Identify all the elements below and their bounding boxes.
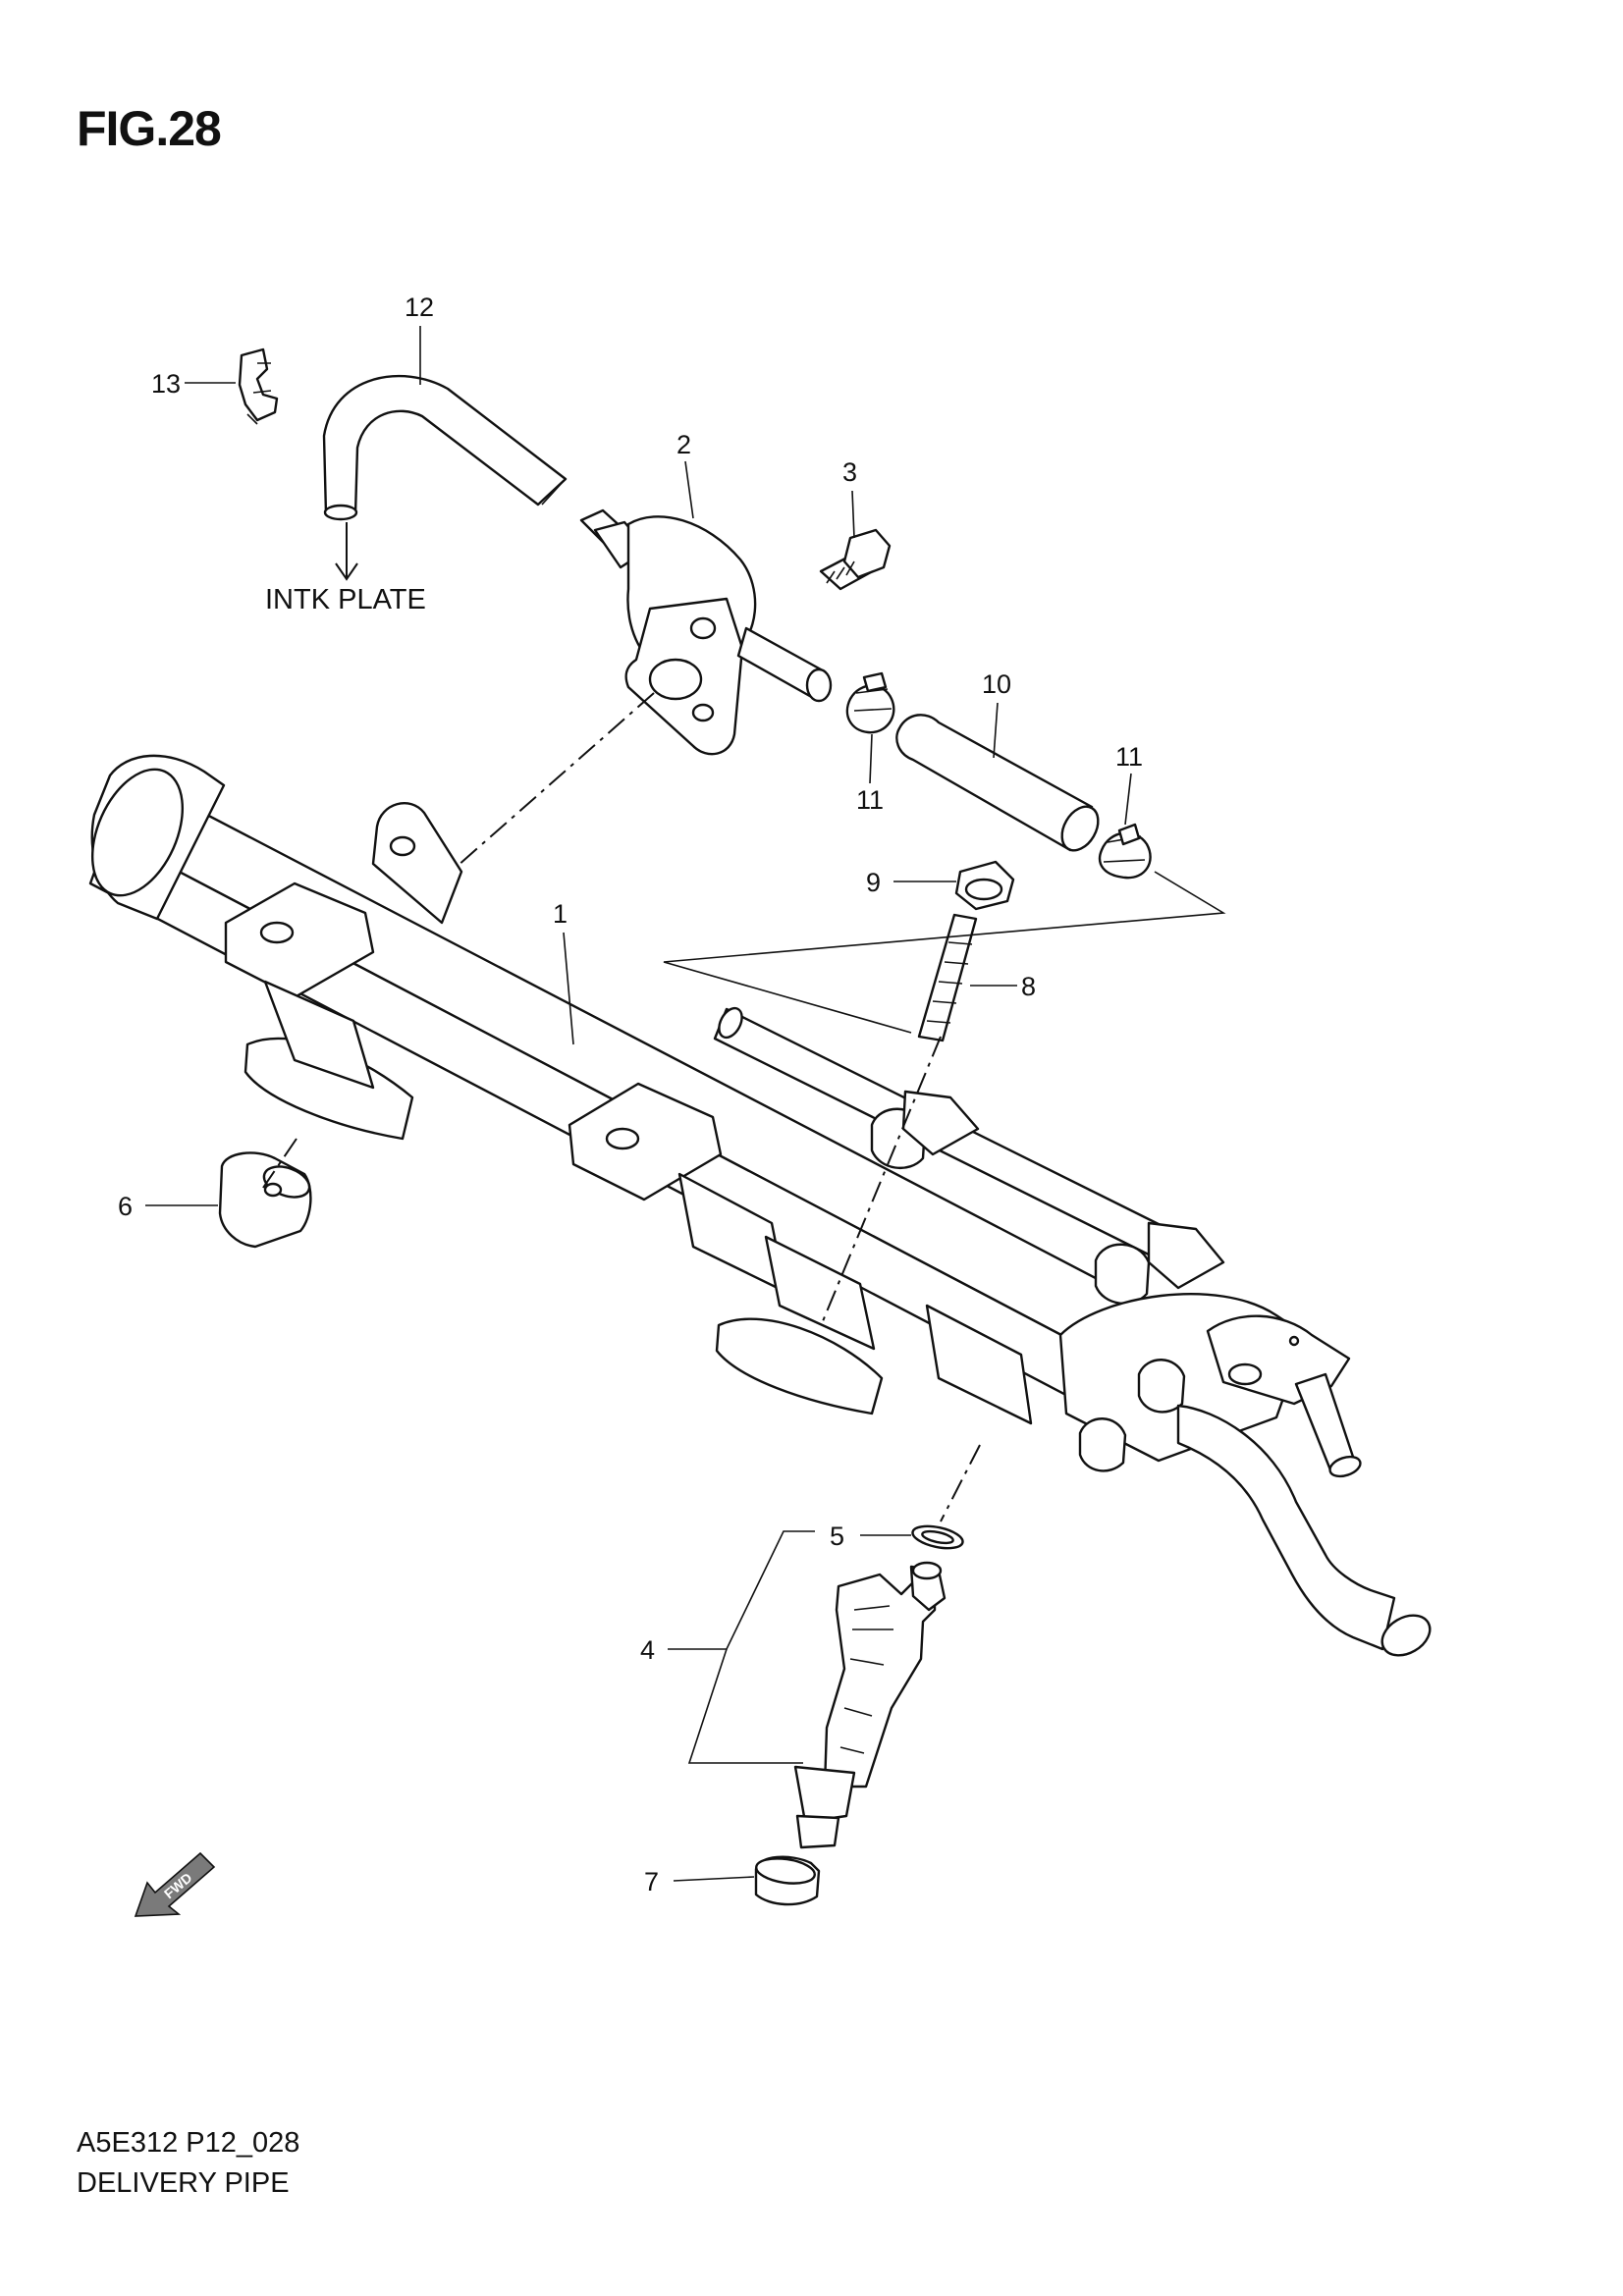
callout-7: 7 bbox=[644, 1867, 659, 1896]
callout-3: 3 bbox=[842, 457, 857, 487]
part-1-delivery-pipe bbox=[88, 754, 1432, 1657]
part-6-cushion bbox=[218, 1151, 312, 1249]
part-12-vacuum-hose bbox=[322, 375, 568, 581]
callout-numbers: 1 2 3 4 5 6 7 8 9 10 11 11 12 13 bbox=[118, 293, 1143, 1896]
callout-11-upper: 11 bbox=[856, 785, 884, 815]
callout-12: 12 bbox=[405, 293, 434, 322]
callout-8: 8 bbox=[1021, 972, 1036, 1001]
leader-lines bbox=[145, 326, 1226, 1882]
callout-5: 5 bbox=[830, 1522, 844, 1551]
callout-10: 10 bbox=[982, 669, 1011, 699]
callout-9: 9 bbox=[866, 868, 881, 897]
callout-4: 4 bbox=[640, 1635, 655, 1665]
figure-name: DELIVERY PIPE bbox=[77, 2167, 290, 2199]
callout-6: 6 bbox=[118, 1192, 133, 1221]
intake-plate-label: INTK PLATE bbox=[265, 584, 426, 615]
part-11-clamp-upper bbox=[845, 671, 895, 734]
part-13-clip bbox=[238, 347, 279, 425]
figure-title: FIG.28 bbox=[77, 101, 222, 156]
part-10-fuel-hose bbox=[895, 714, 1100, 852]
part-9-nut bbox=[954, 860, 1015, 911]
part-5-o-ring bbox=[911, 1524, 964, 1550]
callout-1: 1 bbox=[553, 899, 568, 929]
part-11-clamp-lower bbox=[1098, 823, 1152, 880]
part-2-pressure-regulator bbox=[579, 508, 833, 756]
callout-2: 2 bbox=[676, 430, 691, 459]
assembly-center-lines bbox=[262, 692, 981, 1522]
part-4-injector bbox=[793, 1561, 947, 1849]
forward-arrow-icon: FWD bbox=[134, 1851, 216, 1917]
part-8-stud bbox=[917, 913, 978, 1042]
figure-code: A5E312 P12_028 bbox=[77, 2127, 300, 2159]
part-3-bolt bbox=[819, 528, 892, 591]
part-7-seal bbox=[754, 1855, 821, 1906]
callout-11-lower: 11 bbox=[1115, 742, 1143, 772]
callout-13: 13 bbox=[151, 369, 181, 399]
